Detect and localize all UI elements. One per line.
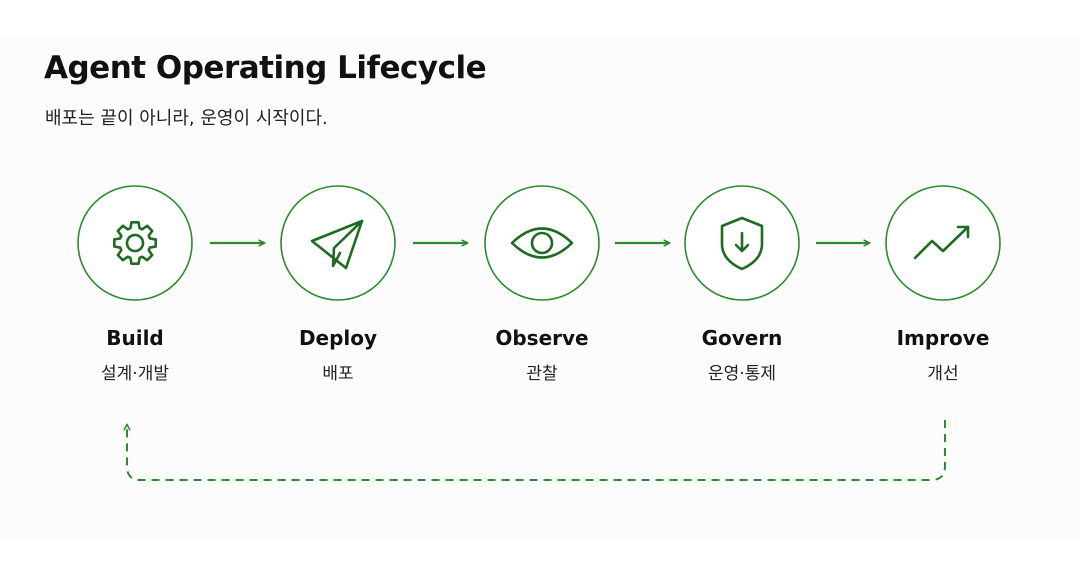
feedback-loop-arrow bbox=[127, 420, 946, 481]
stage-desc-build: 설계·개발 bbox=[101, 364, 169, 384]
stage-name-improve: Improve bbox=[896, 326, 990, 350]
stage-name-deploy: Deploy bbox=[298, 326, 378, 350]
stage-desc-improve: 개선 bbox=[927, 364, 959, 384]
shield-icon bbox=[720, 216, 764, 271]
stage-circle-build bbox=[77, 185, 193, 301]
page-title: Agent Operating Lifecycle bbox=[44, 50, 487, 86]
stage-name-build: Build bbox=[106, 326, 164, 350]
page-subtitle: 배포는 끝이 아니라, 운영이 시작이다. bbox=[45, 108, 328, 129]
stage-circle-observe bbox=[484, 185, 600, 301]
stage-label-govern: Govern 운영·통제 bbox=[662, 326, 822, 384]
paper-plane-icon bbox=[310, 219, 364, 270]
eye-icon bbox=[510, 227, 574, 259]
stage-circle-improve bbox=[885, 185, 1001, 301]
stage-desc-observe: 관찰 bbox=[526, 364, 558, 384]
stage-label-observe: Observe 관찰 bbox=[462, 326, 622, 384]
stage-name-observe: Observe bbox=[495, 326, 589, 350]
stage-label-deploy: Deploy 배포 bbox=[258, 326, 418, 384]
stage-desc-govern: 운영·통제 bbox=[708, 364, 776, 384]
stage-name-govern: Govern bbox=[701, 326, 783, 350]
stage-label-improve: Improve 개선 bbox=[863, 326, 1023, 384]
stage-label-build: Build 설계·개발 bbox=[55, 326, 215, 384]
trend-up-icon bbox=[913, 225, 970, 260]
gear-icon bbox=[113, 221, 157, 265]
stage-desc-deploy: 배포 bbox=[322, 364, 354, 384]
